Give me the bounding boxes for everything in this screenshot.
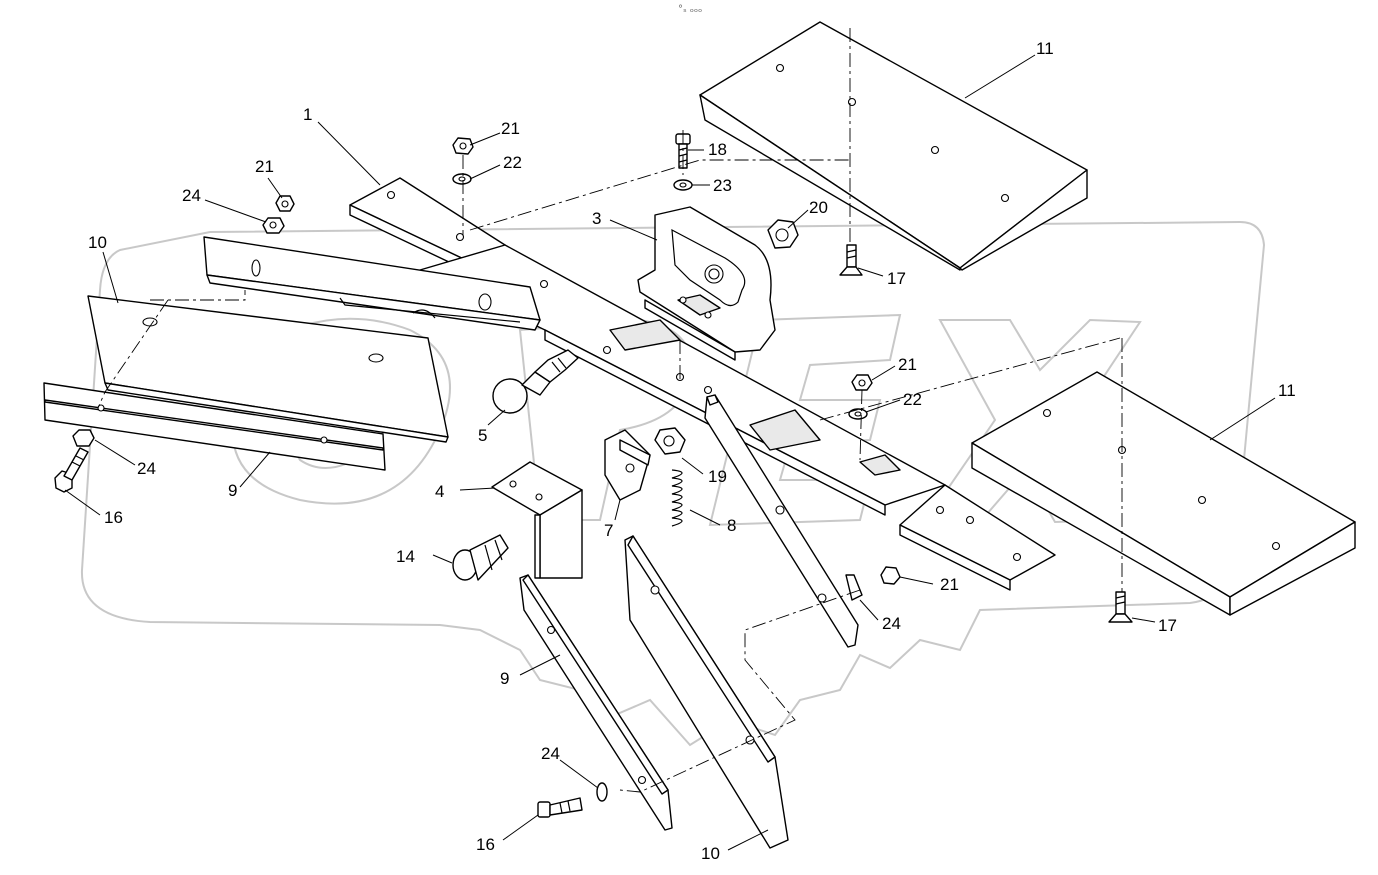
callout-24-right: 24 bbox=[882, 614, 901, 633]
center-side-plate bbox=[624, 535, 789, 849]
callout-21-top: 21 bbox=[501, 119, 520, 138]
callout-22-top: 22 bbox=[503, 153, 522, 172]
callout-11-upper: 11 bbox=[1036, 39, 1054, 58]
spring-nut bbox=[654, 427, 686, 455]
nut-washer-left bbox=[262, 195, 295, 234]
center-lines bbox=[97, 28, 1123, 793]
angle-bracket bbox=[491, 461, 583, 579]
callout-24-left-top: 24 bbox=[182, 186, 201, 205]
callout-17-upper: 17 bbox=[887, 269, 906, 288]
callout-7: 7 bbox=[604, 521, 613, 540]
washer-top bbox=[673, 179, 693, 191]
leader-lines bbox=[64, 54, 1276, 851]
callout-8: 8 bbox=[727, 516, 736, 535]
callout-5: 5 bbox=[478, 426, 487, 445]
callout-labels: 1 11 11 21 22 21 24 10 18 23 3 20 17 21 … bbox=[88, 39, 1296, 863]
callout-20: 20 bbox=[809, 198, 828, 217]
bolt-16-left bbox=[54, 447, 89, 493]
wear-pad-block-lower bbox=[971, 371, 1356, 616]
callout-14: 14 bbox=[396, 547, 415, 566]
right-side-plate bbox=[704, 394, 859, 648]
countersunk-bolt-upper bbox=[839, 244, 863, 276]
callout-24-left: 24 bbox=[137, 459, 156, 478]
callout-3: 3 bbox=[592, 209, 601, 228]
callout-10-left: 10 bbox=[88, 233, 107, 252]
callout-16-left: 16 bbox=[104, 508, 123, 527]
spring-clip bbox=[604, 429, 651, 501]
callout-21-left: 21 bbox=[255, 157, 274, 176]
pin-bolt bbox=[452, 534, 509, 581]
left-bottom-bar bbox=[43, 382, 386, 471]
nut-washer-right bbox=[848, 374, 873, 420]
callout-11-lower: 11 bbox=[1278, 381, 1296, 400]
callout-18: 18 bbox=[708, 140, 727, 159]
countersunk-bolt-lower bbox=[1108, 591, 1133, 623]
large-nut bbox=[767, 219, 799, 249]
callout-23: 23 bbox=[713, 176, 732, 195]
callout-1: 1 bbox=[303, 105, 312, 124]
callout-22-right: 22 bbox=[903, 390, 922, 409]
bolt-16-bottom bbox=[537, 797, 583, 818]
left-side-plate bbox=[87, 295, 449, 443]
upper-guide-plate bbox=[203, 236, 541, 331]
wear-pad-block-upper bbox=[699, 21, 1088, 271]
callout-10-bottom: 10 bbox=[701, 844, 720, 863]
nut-washer-top bbox=[452, 137, 474, 185]
washers-24 bbox=[72, 429, 901, 802]
callout-9-bottom: 9 bbox=[500, 669, 509, 688]
callout-4: 4 bbox=[435, 482, 444, 501]
spring bbox=[671, 469, 683, 527]
center-bottom-bar bbox=[519, 574, 673, 831]
hitch-bracket bbox=[637, 206, 776, 361]
callout-21-bottom: 21 bbox=[940, 575, 959, 594]
top-mark: °ₛ ₒₒₒ bbox=[678, 4, 702, 15]
callout-17-lower: 17 bbox=[1158, 616, 1177, 635]
callout-19: 19 bbox=[708, 467, 727, 486]
callout-24-bottom: 24 bbox=[541, 744, 560, 763]
callout-21-right: 21 bbox=[898, 355, 917, 374]
ball-stud bbox=[492, 349, 579, 414]
callout-9-left: 9 bbox=[228, 481, 237, 500]
callout-16-bottom: 16 bbox=[476, 835, 495, 854]
